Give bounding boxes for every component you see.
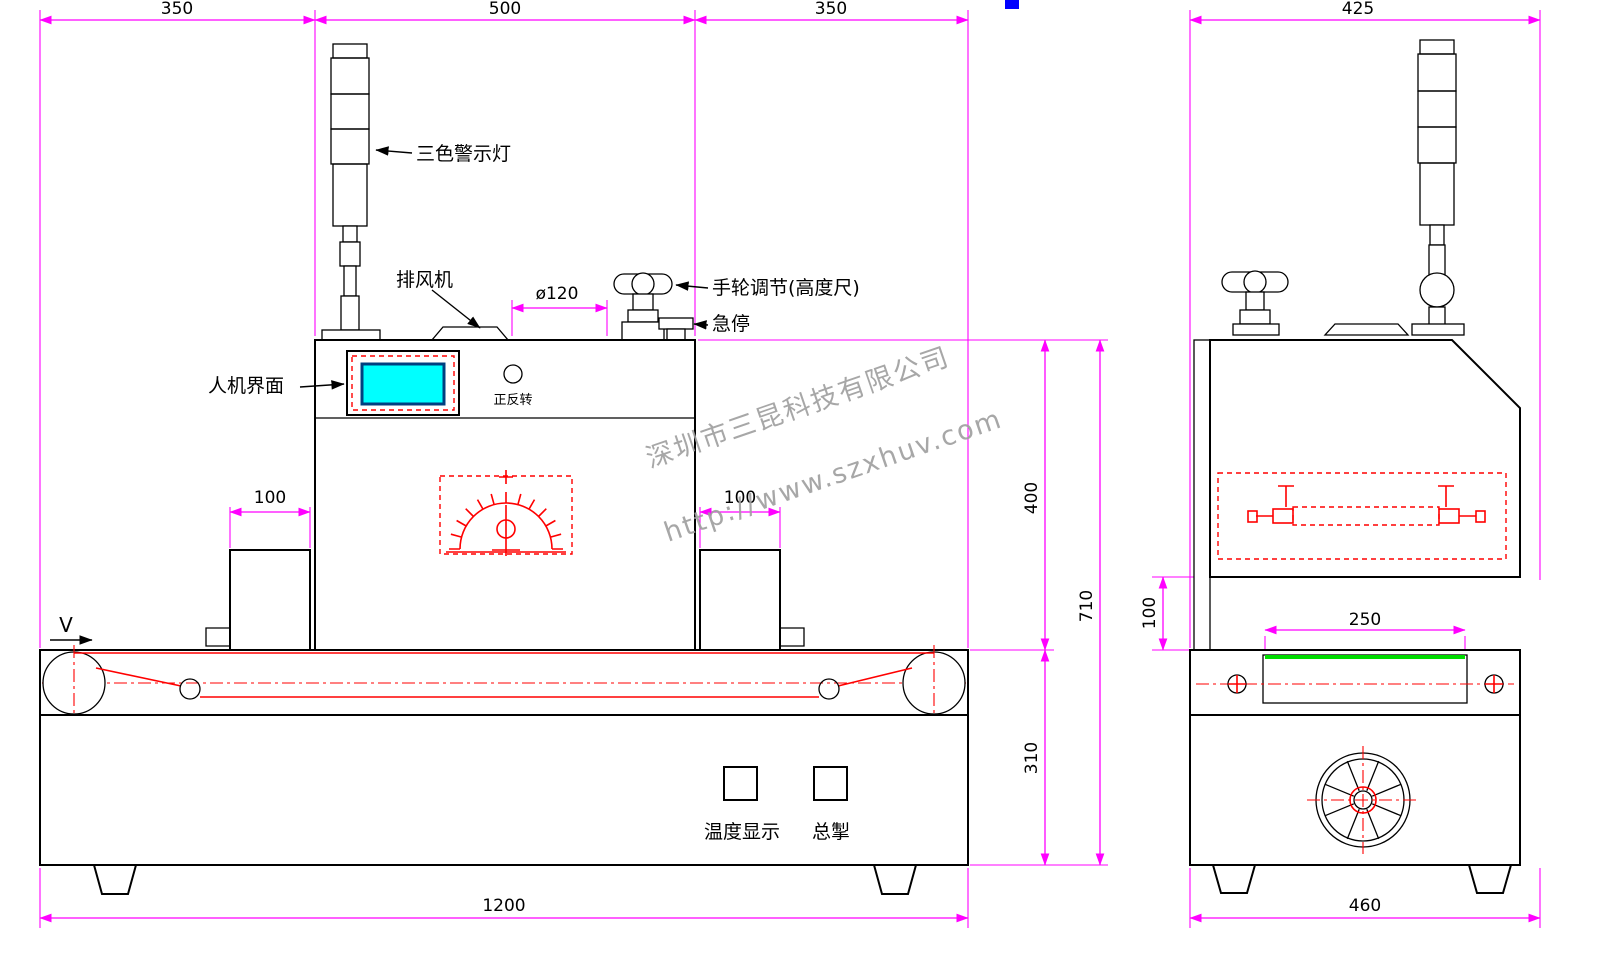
dim-front-top-right: 350 — [815, 0, 847, 19]
cabinet-front: 温度显示 总掣 — [39, 714, 969, 895]
main-switch-panel — [813, 766, 848, 801]
handwheel-side — [1221, 270, 1289, 325]
dim-front-top-mid: 500 — [489, 0, 521, 19]
label-main-switch: 总掣 — [812, 821, 850, 843]
light-yellow-side — [1417, 90, 1457, 128]
light-body-side — [1419, 162, 1455, 226]
v-direction-mark: V — [59, 613, 73, 637]
dim-side-250: 250 — [1349, 610, 1381, 630]
conveyor-side — [1189, 649, 1521, 716]
label-warning-light: 三色警示灯 — [416, 143, 511, 165]
tension-roller-right — [818, 678, 840, 700]
warning-light-tower-side — [1417, 39, 1457, 328]
label-temp-display: 温度显示 — [704, 821, 780, 843]
dim-front-400: 400 — [1022, 482, 1042, 514]
light-red-side — [1417, 53, 1457, 92]
light-green-front — [330, 128, 370, 165]
light-yellow-front — [330, 93, 370, 130]
foot-front-left — [92, 864, 138, 895]
light-green-side — [1417, 126, 1457, 164]
dim-side-100: 100 — [1140, 597, 1160, 629]
foot-front-right — [872, 864, 918, 895]
warning-light-tower-front — [321, 43, 381, 341]
front-view: 350 500 350 ø120 100 100 400 310 710 120… — [39, 0, 1108, 928]
machine-body-side — [1193, 323, 1521, 651]
watermark: 深圳市三昆科技有限公司 http://www.szxhuv.com — [642, 341, 1006, 548]
fwd-rev-knob — [503, 364, 523, 384]
dim-front-diameter: ø120 — [536, 284, 579, 304]
side-view: 425 100 250 460 — [1140, 0, 1541, 928]
exhaust-vent-front — [430, 326, 510, 341]
foot-side-left — [1211, 864, 1257, 894]
dim-front-bottom: 1200 — [482, 896, 525, 916]
uv-lamp-assembly-side — [1217, 472, 1507, 560]
label-exhaust-fan: 排风机 — [396, 269, 453, 291]
dim-side-top: 425 — [1342, 0, 1374, 19]
dim-side-bottom: 460 — [1349, 896, 1381, 916]
blue-mark — [1005, 0, 1019, 9]
conveyor-front — [39, 645, 969, 721]
handwheel-front — [613, 272, 673, 341]
cooling-fan — [1307, 746, 1419, 854]
light-red-front — [330, 57, 370, 95]
dim-front-support-right: 100 — [724, 488, 756, 508]
label-estop: 急停 — [712, 313, 750, 335]
dim-front-top-left: 350 — [161, 0, 193, 19]
front-dimension-lines — [39, 15, 1105, 923]
temp-display-panel — [723, 766, 758, 801]
dim-front-support-left: 100 — [254, 488, 286, 508]
right-support-front — [699, 549, 805, 650]
label-handwheel: 手轮调节(高度尺) — [712, 277, 860, 299]
left-support-front — [205, 549, 311, 650]
side-dimension-lines — [1158, 15, 1541, 923]
label-hmi: 人机界面 — [208, 375, 284, 397]
hmi-screen — [346, 350, 460, 416]
foot-side-right — [1467, 864, 1513, 894]
label-fwd-rev: 正反转 — [493, 393, 532, 408]
light-body-front — [332, 163, 368, 227]
dim-front-710: 710 — [1077, 590, 1097, 622]
hmi-screen-glass — [360, 362, 446, 406]
uv-lamp-symbol-front — [439, 470, 573, 556]
cabinet-side — [1189, 714, 1521, 894]
tension-roller-left — [179, 678, 201, 700]
dim-front-310: 310 — [1022, 742, 1042, 774]
